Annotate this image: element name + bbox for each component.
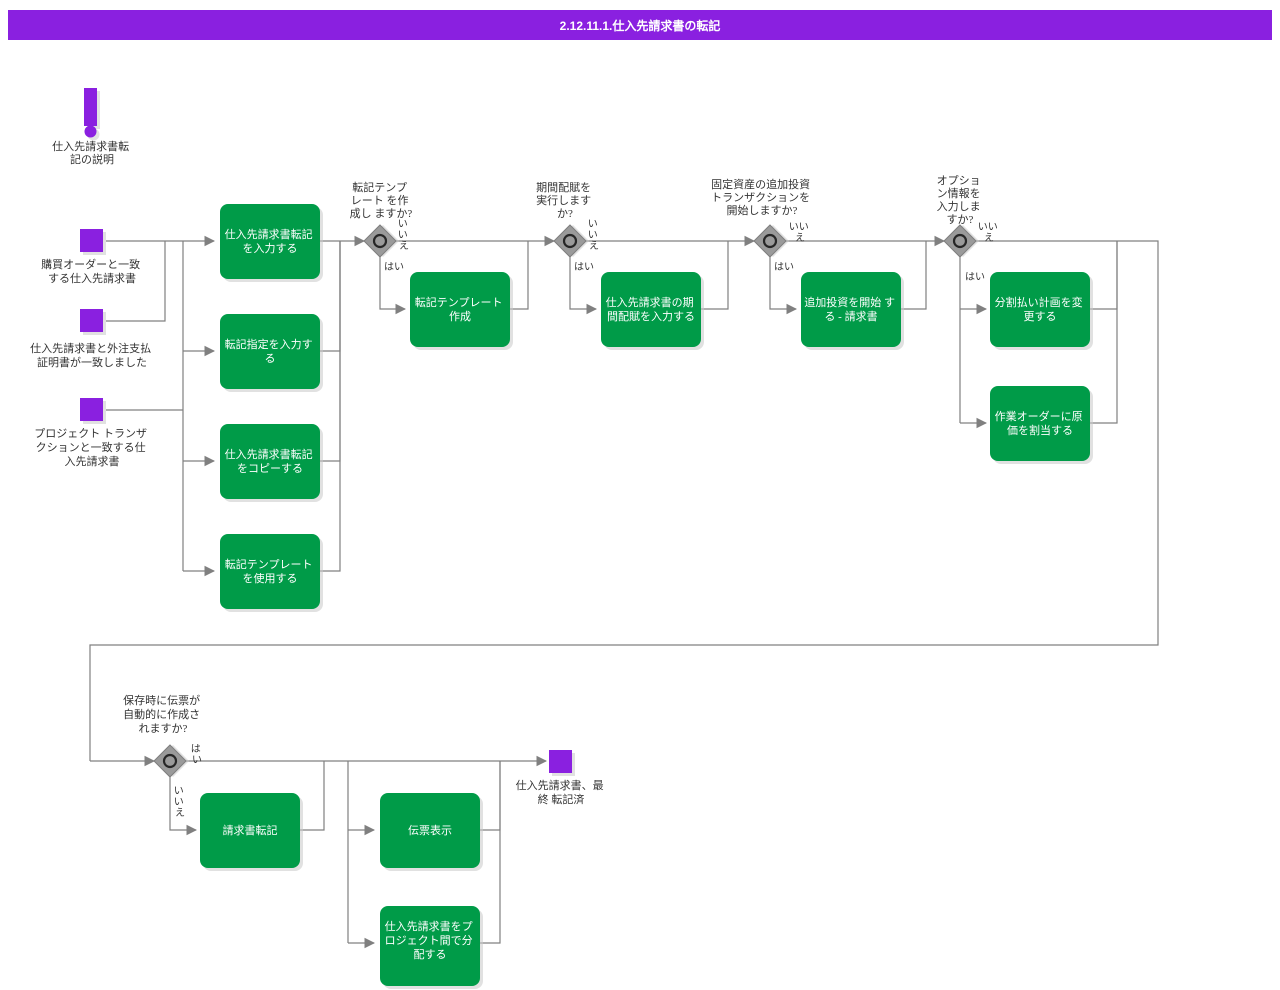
g1-yes-label: はい <box>384 261 404 273</box>
gateway-g3[interactable]: 固定資産の追加投資 トランザクションを 開始しますか? いい え はい <box>711 177 813 273</box>
g3-yes-label: はい <box>774 261 794 273</box>
t4-box <box>220 534 320 609</box>
edge-g1-yes-t5 <box>379 256 407 315</box>
g5-yes-label: は い <box>191 743 204 766</box>
task-t1[interactable]: 仕入先請求書転記 を入力する <box>220 204 323 282</box>
g5-inclusive-ring-icon <box>162 753 178 769</box>
exclamation-dot-icon <box>84 125 97 138</box>
edge-g5-no-t10 <box>169 777 198 836</box>
task-t9[interactable]: 作業オーダーに原 価を割当する <box>990 386 1093 464</box>
edge-g2-yes-t6 <box>569 256 598 315</box>
gateway-g1[interactable]: 転記テンプ レート を作 成し ますか? い い え はい <box>350 180 413 273</box>
g1-question-label: 転記テンプ レート を作 成し ますか? <box>350 180 413 220</box>
g2-inclusive-ring-icon <box>562 233 578 249</box>
t10-box <box>200 793 300 868</box>
t11-box <box>380 793 480 868</box>
g4-no-label: いい え <box>978 222 1001 244</box>
edge-wrap-row2 <box>89 240 1159 761</box>
gateway-g4[interactable]: オプショ ン情報を 入力しま すか? いい え はい <box>937 174 1001 283</box>
g1-inclusive-ring-icon <box>372 233 388 249</box>
start3-label: プロジェクト トランザ クションと一致する仕 入先請求書 <box>34 427 150 468</box>
t7-label: 追加投資を開始 す る - 請求書 <box>804 295 898 323</box>
exclamation-mark-icon <box>84 88 97 126</box>
g2-yes-label: はい <box>574 261 594 273</box>
t9-box <box>990 386 1090 461</box>
g3-question-label: 固定資産の追加投資 トランザクションを 開始しますか? <box>711 177 813 217</box>
t12-label: 仕入先請求書をプ ロジェクト間で分 配する <box>385 919 476 961</box>
edge-start2-bus <box>106 241 166 322</box>
task-t5[interactable]: 転記テンプレート 作成 <box>410 272 513 350</box>
t11-label: 伝票表示 <box>408 823 452 837</box>
t10-label: 請求書転記 <box>223 823 278 837</box>
t5-label: 転記テンプレート 作成 <box>415 295 505 323</box>
t6-label: 仕入先請求書の期 間配賦を入力する <box>606 295 697 323</box>
t12-box <box>380 906 480 986</box>
edge-t12-merge <box>480 761 501 944</box>
start2-label: 仕入先請求書と外注支払 証明書が一致しました <box>30 341 154 369</box>
annotation-label: 仕入先請求書転 記の説明 <box>52 139 132 166</box>
edge-t9-merge <box>1090 241 1118 424</box>
g2-no-label: い い え <box>588 219 601 252</box>
t8-box <box>990 272 1090 347</box>
task-t2[interactable]: 転記指定を入力す る <box>220 314 323 392</box>
title-bar: 2.12.11.1.仕入先請求書の転記 <box>8 10 1272 40</box>
end1-square-icon <box>549 750 572 773</box>
g4-question-label: オプショ ン情報を 入力しま すか? <box>937 174 984 226</box>
task-t11[interactable]: 伝票表示 <box>380 793 483 871</box>
t2-box <box>220 314 320 389</box>
g4-yes-label: はい <box>965 271 985 283</box>
gateway-g5[interactable]: 保存時に伝票が 自動的に作成さ れますか? は い い い え <box>123 693 203 819</box>
edge-t10-merge <box>300 761 325 831</box>
start-event-3[interactable]: プロジェクト トランザ クションと一致する仕 入先請求書 <box>34 398 150 468</box>
t5-box <box>410 272 510 347</box>
edge-layer <box>89 235 1159 949</box>
start-event-2[interactable]: 仕入先請求書と外注支払 証明書が一致しました <box>30 309 154 369</box>
task-t4[interactable]: 転記テンプレート を使用する <box>220 534 323 612</box>
g2-question-label: 期間配賦を 実行します か? <box>536 181 594 220</box>
g5-question-label: 保存時に伝票が 自動的に作成さ れますか? <box>123 693 203 735</box>
annotation-note: 仕入先請求書転 記の説明 <box>52 88 132 166</box>
t7-box <box>801 272 901 347</box>
g3-inclusive-ring-icon <box>762 233 778 249</box>
t1-label: 仕入先請求書転記 を入力する <box>225 227 316 255</box>
task-t6[interactable]: 仕入先請求書の期 間配賦を入力する <box>601 272 704 350</box>
edge-t4-merge <box>320 241 341 572</box>
edge-t7-merge <box>900 241 927 310</box>
edge-g3-yes-t7 <box>769 256 798 315</box>
page-title: 2.12.11.1.仕入先請求書の転記 <box>559 18 721 33</box>
task-t12[interactable]: 仕入先請求書をプ ロジェクト間で分 配する <box>380 906 483 989</box>
task-t7[interactable]: 追加投資を開始 す る - 請求書 <box>801 272 904 350</box>
t6-box <box>601 272 701 347</box>
end-event-1[interactable]: 仕入先請求書、最 終 転記済 <box>516 750 607 806</box>
t3-label: 仕入先請求書転記 をコピーする <box>225 447 316 475</box>
task-t3[interactable]: 仕入先請求書転記 をコピーする <box>220 424 323 502</box>
start-event-1[interactable]: 購買オーダーと一致 する仕入先請求書 <box>41 229 143 285</box>
task-t8[interactable]: 分割払い計画を変 更する <box>990 272 1093 350</box>
gateway-g2[interactable]: 期間配賦を 実行します か? い い え はい <box>536 181 600 273</box>
start1-square-icon <box>80 229 103 252</box>
g4-inclusive-ring-icon <box>952 233 968 249</box>
g1-no-label: い い え <box>398 219 411 252</box>
g3-no-label: いい え <box>789 222 812 244</box>
t3-box <box>220 424 320 499</box>
task-t10[interactable]: 請求書転記 <box>200 793 303 871</box>
edge-t5-merge <box>510 241 529 310</box>
start2-square-icon <box>80 309 103 332</box>
t9-label: 作業オーダーに原 価を割当する <box>995 409 1086 437</box>
t1-box <box>220 204 320 279</box>
edge-t6-merge <box>700 241 729 310</box>
t2-label: 転記指定を入力す る <box>225 337 316 365</box>
end1-label: 仕入先請求書、最 終 転記済 <box>516 778 607 806</box>
t4-label: 転記テンプレート を使用する <box>225 557 315 585</box>
g5-no-label: い い え <box>174 786 187 819</box>
start3-square-icon <box>80 398 103 421</box>
start1-label: 購買オーダーと一致 する仕入先請求書 <box>41 257 143 285</box>
t8-label: 分割払い計画を変 更する <box>995 295 1086 323</box>
edge-t8-merge <box>1090 241 1118 310</box>
